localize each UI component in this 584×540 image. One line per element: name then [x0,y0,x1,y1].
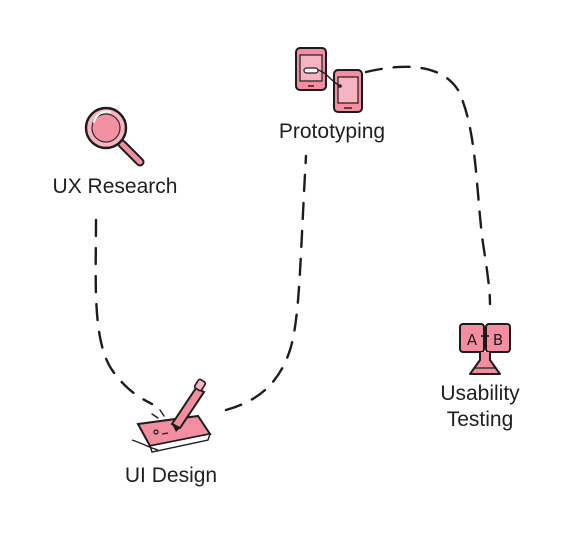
stage-label-usability: Usability [440,382,520,405]
connector-ui-to-proto [224,154,308,412]
ab-test-flask-icon: A B [459,323,511,375]
stage-label-ux-research: UX Research [52,175,178,198]
connector-ux-to-ui [94,218,154,406]
pen-on-sketchpad-icon [131,378,212,453]
connector-proto-to-usab [364,65,492,306]
ab-label-b: B [493,331,503,349]
stage-label-testing: Testing [446,408,514,431]
stage-label-ui-design: UI Design [124,464,218,487]
stage-label-usability-testing: Usability Testing [410,381,550,433]
ab-label-a: A [467,331,478,349]
stage-label-prototyping: Prototyping [278,120,386,143]
magnifier-icon [84,106,145,167]
phone-wireframes-icon [295,47,363,113]
